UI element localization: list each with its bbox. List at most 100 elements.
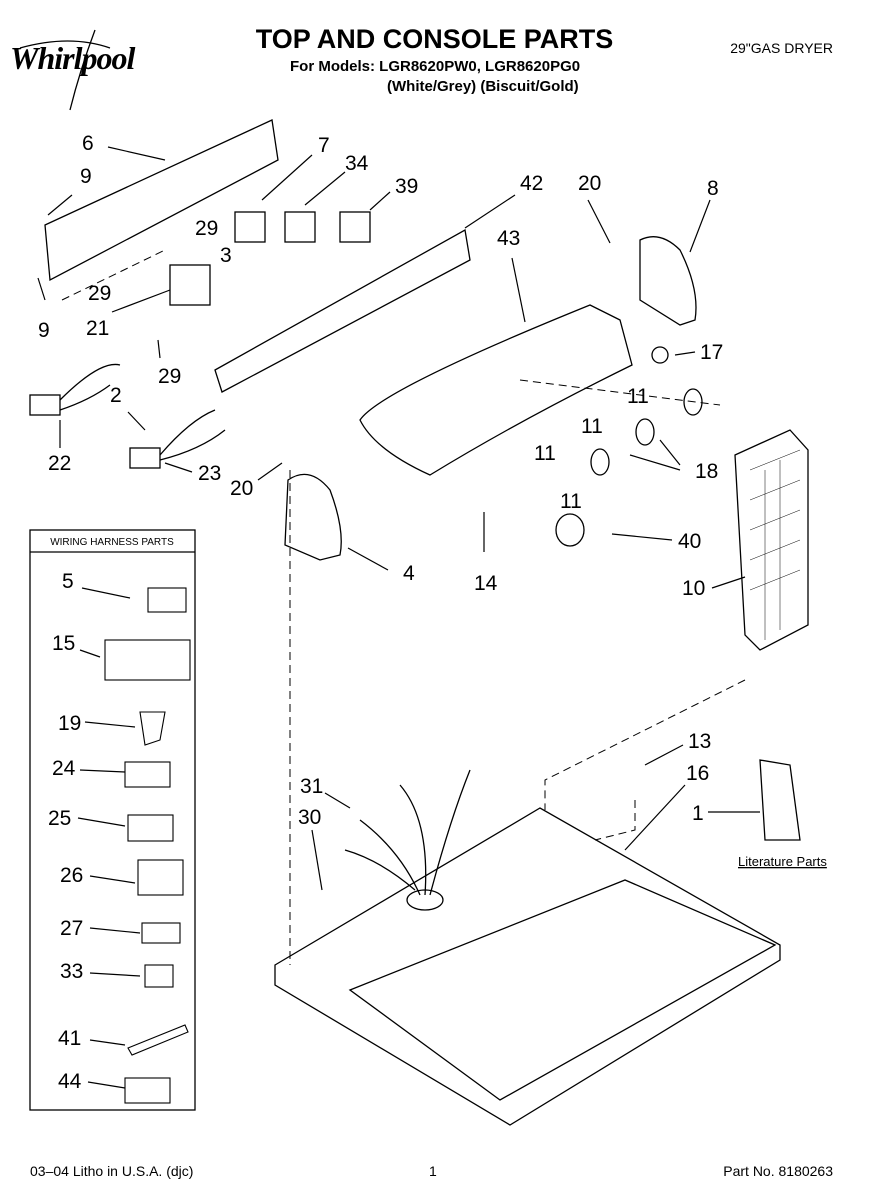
part-22-connector <box>29 394 61 416</box>
part-42-console-panel <box>214 228 471 393</box>
callout-29: 29 <box>195 217 218 240</box>
part-15-connector <box>104 639 191 681</box>
callout-18: 18 <box>695 460 718 483</box>
callout-34: 34 <box>345 152 369 175</box>
callout-7: 7 <box>318 134 330 157</box>
leader-34 <box>304 171 346 206</box>
leader-16 <box>624 784 686 851</box>
callout-23: 23 <box>198 462 221 485</box>
leader-30 <box>311 829 323 891</box>
guide-line <box>544 679 746 810</box>
leader-24 <box>79 769 126 773</box>
wiring-box-title: WIRING HARNESS PARTS <box>50 537 174 548</box>
guide-line <box>61 249 166 301</box>
callout-6: 6 <box>82 132 94 155</box>
models-line: For Models: LGR8620PW0, LGR8620PG0 <box>290 58 581 75</box>
harness-2-wire <box>59 363 226 461</box>
leader-5 <box>81 587 131 599</box>
part-24-connector <box>124 761 171 788</box>
wire-grommet <box>406 889 444 911</box>
part-18-knob <box>683 388 703 416</box>
page-title: TOP AND CONSOLE PARTS <box>255 24 614 54</box>
guide-line <box>519 379 721 406</box>
callout-14: 14 <box>474 572 498 595</box>
part-39-switch <box>339 211 371 243</box>
leader-27 <box>89 927 141 934</box>
part-25-connector <box>127 814 174 842</box>
leader-4 <box>347 547 389 571</box>
leader-21 <box>111 289 171 313</box>
part-6-back-plate <box>44 119 279 282</box>
part-26-connector <box>137 859 184 896</box>
callout-9: 9 <box>80 165 92 188</box>
part-43-console <box>359 304 633 476</box>
leader-42 <box>464 194 516 229</box>
callout-11: 11 <box>581 415 603 438</box>
page-number: 1 <box>429 1163 437 1179</box>
callout-24: 24 <box>52 757 76 780</box>
brand-logo: Whirlpool <box>10 40 135 76</box>
callout-20: 20 <box>230 477 253 500</box>
part-18-knob <box>635 418 655 446</box>
literature-parts-label: Literature Parts <box>738 854 827 869</box>
leader-25 <box>77 817 126 827</box>
part-5-connector <box>147 587 187 613</box>
leader-8 <box>689 199 711 253</box>
part-34-switch <box>284 211 316 243</box>
part-18-knob <box>590 448 610 476</box>
callout-33: 33 <box>60 960 83 983</box>
part-4-end-cap <box>284 473 342 561</box>
part-41-terminal <box>127 1024 189 1056</box>
guide-line <box>594 800 636 841</box>
callout-26: 26 <box>60 864 83 887</box>
part-19-clip <box>139 711 166 746</box>
callout-1: 1 <box>692 802 704 825</box>
callout-11: 11 <box>560 490 582 513</box>
callout-21: 21 <box>86 317 109 340</box>
callout-41: 41 <box>58 1027 81 1050</box>
callout-19: 19 <box>58 712 81 735</box>
part-27-connector <box>141 922 181 944</box>
callout-11: 11 <box>627 385 649 408</box>
leader-13 <box>644 744 684 766</box>
part-7-switch <box>234 211 266 243</box>
callout-44: 44 <box>58 1070 82 1093</box>
leader-17 <box>674 351 696 356</box>
callout-13: 13 <box>688 730 711 753</box>
leader-10 <box>711 576 746 589</box>
part-40-knob <box>555 513 585 547</box>
callout-39: 39 <box>395 175 418 198</box>
lint-screen-grid <box>749 449 801 640</box>
callout-17: 17 <box>700 341 723 364</box>
callout-15: 15 <box>52 632 75 655</box>
leader-15 <box>79 649 101 658</box>
part-17-button <box>651 346 669 364</box>
callout-40: 40 <box>678 530 701 553</box>
leader-20a <box>587 199 611 244</box>
callout-11: 11 <box>534 442 556 465</box>
leader-9a <box>47 194 73 216</box>
variants-line: (White/Grey) (Biscuit/Gold) <box>387 78 579 95</box>
part-44-connector <box>124 1077 171 1104</box>
part-21-timer <box>169 264 211 306</box>
wiring-box <box>29 529 196 1111</box>
leader-31 <box>324 792 351 809</box>
part-number: Part No. 8180263 <box>723 1163 833 1179</box>
leader-44 <box>87 1081 126 1089</box>
leader-2 <box>127 411 146 431</box>
top-recess <box>348 879 777 1101</box>
logo-swoosh <box>19 29 111 111</box>
part-8-end-cap <box>639 236 697 326</box>
callout-31: 31 <box>300 775 323 798</box>
callout-20: 20 <box>578 172 601 195</box>
leader-43 <box>511 257 526 323</box>
callout-29: 29 <box>158 365 181 388</box>
leader-29c <box>157 339 161 359</box>
callout-42: 42 <box>520 172 543 195</box>
callout-29: 29 <box>88 282 111 305</box>
footer-litho: 03–04 Litho in U.S.A. (djc) <box>30 1163 194 1179</box>
leader-20b <box>257 462 283 481</box>
callout-4: 4 <box>403 562 415 585</box>
callout-8: 8 <box>707 177 719 200</box>
